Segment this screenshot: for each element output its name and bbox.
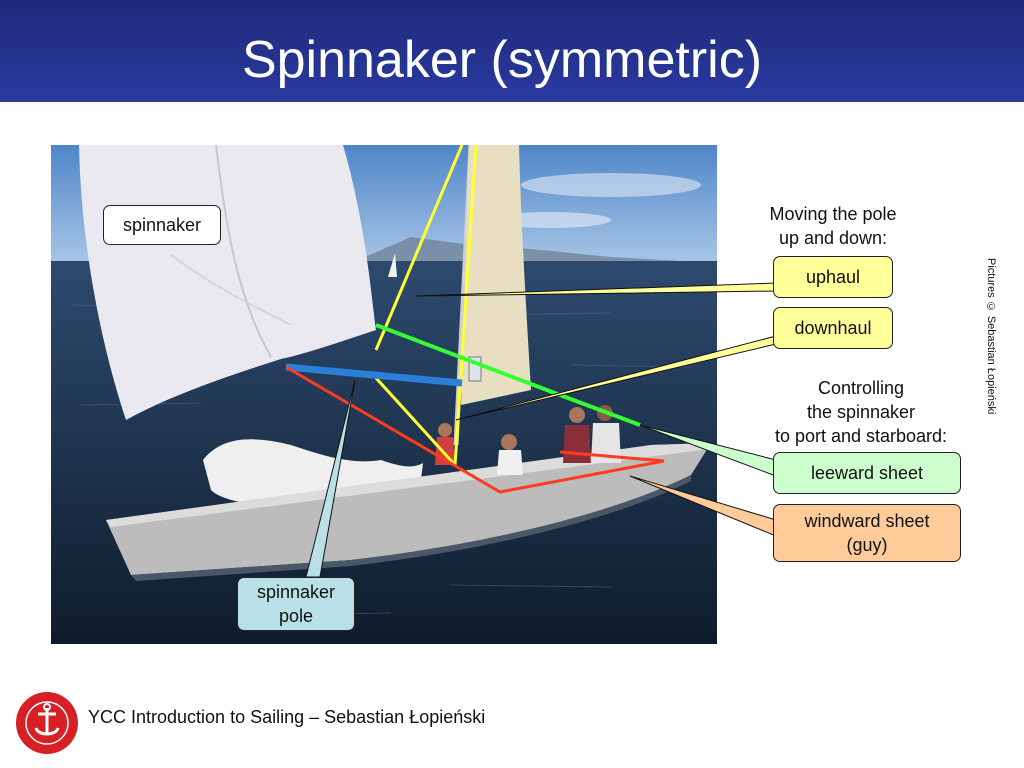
spinnaker-label: spinnaker [103,205,221,245]
leeward-sheet-label: leeward sheet [773,452,961,494]
spinnaker-pole-label: spinnaker pole [237,577,355,631]
controlling-caption: Controlling the spinnaker to port and st… [774,378,948,446]
moving-pole-caption: Moving the pole up and down: [769,204,897,248]
slide-title: Spinnaker (symmetric) [241,31,763,89]
downhaul-label: downhaul [773,307,893,349]
photo-credit: Pictures © Sebastian Łopieński [985,258,997,415]
windward-sheet-label: windward sheet (guy) [773,504,961,562]
uphaul-label: uphaul [773,256,893,298]
title-bar: Spinnaker (symmetric) [0,0,1024,102]
yacht-club-logo [14,690,80,756]
footer-text: YCC Introduction to Sailing – Sebastian … [88,707,486,727]
